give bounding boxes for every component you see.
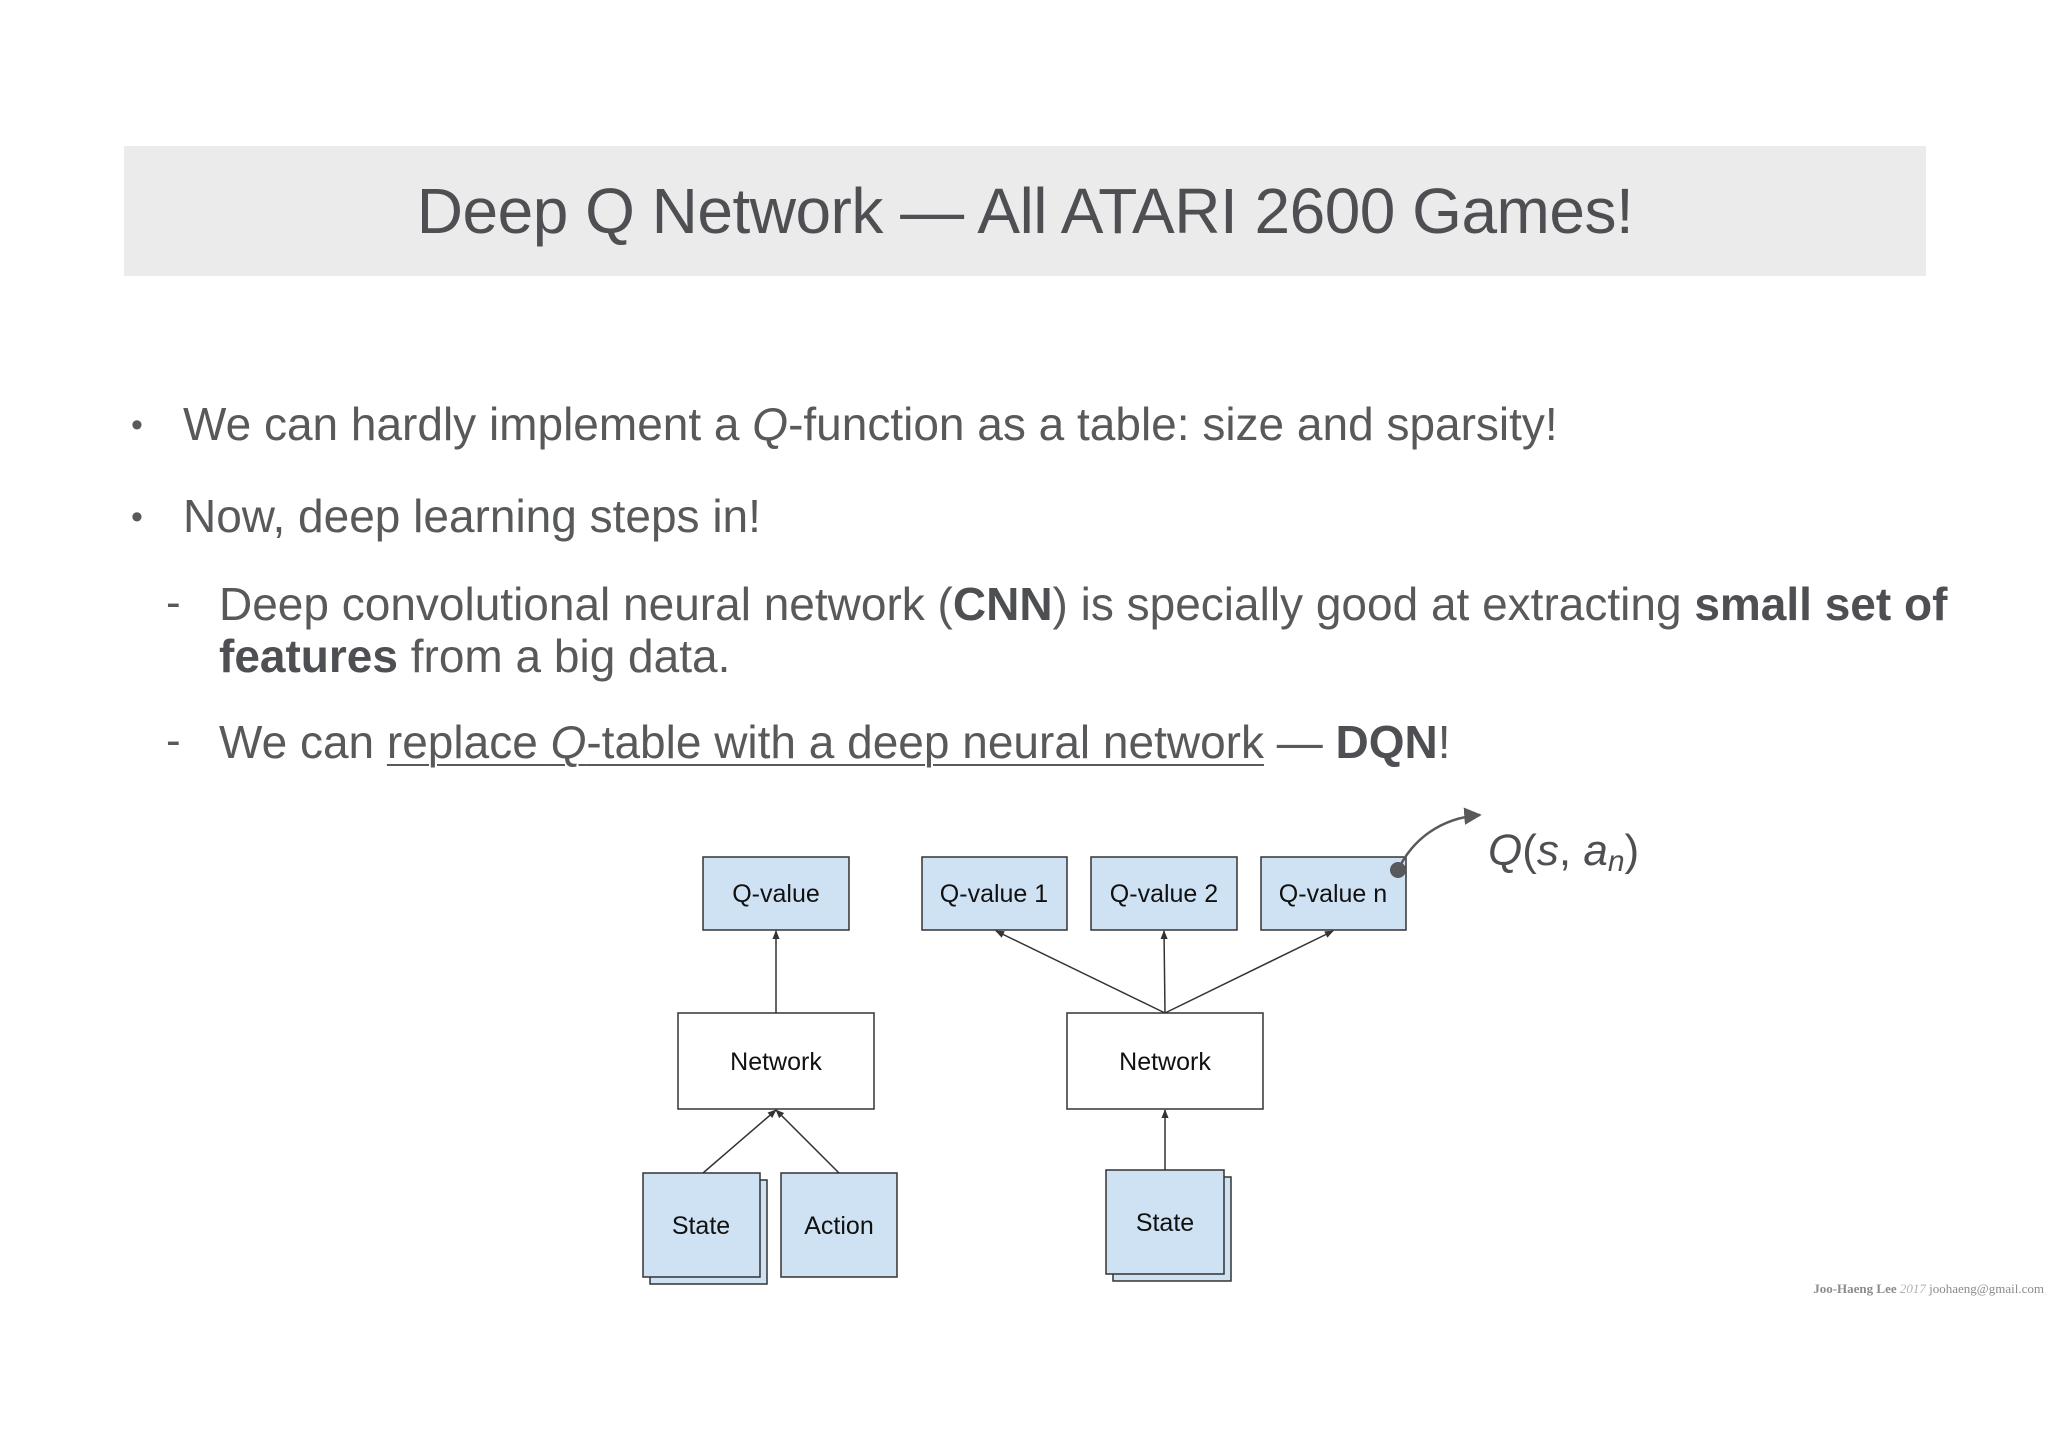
dash-mark: - bbox=[166, 716, 181, 765]
bullet-2: Now, deep learning steps in! bbox=[183, 490, 761, 542]
right-arrow-network-to-qn bbox=[1164, 930, 1334, 1014]
sub-2-p3: ! bbox=[1437, 716, 1451, 768]
annotation-arrow bbox=[1396, 807, 1482, 871]
sub-bullet-1-line-2: features from a big data. bbox=[219, 630, 730, 682]
left-action-box bbox=[780, 1172, 898, 1278]
left-arrow-state-to-network bbox=[702, 1109, 777, 1174]
bullet-1-pre: We can hardly implement a bbox=[183, 398, 753, 450]
annotation-label: Q(s, an) bbox=[1488, 826, 1639, 878]
annotation-sub: n bbox=[1608, 845, 1625, 878]
annotation-open: ( bbox=[1522, 826, 1537, 875]
sub-bullet-2: We can replace Q-table with a deep neura… bbox=[219, 716, 1451, 768]
left-action-label: Action bbox=[804, 1212, 873, 1240]
right-network-label: Network bbox=[1119, 1048, 1211, 1076]
right-arrow-network-to-q1 bbox=[995, 930, 1166, 1014]
sub-1-p1: Deep convolutional neural network ( bbox=[219, 578, 953, 630]
left-network-box bbox=[677, 1012, 875, 1110]
left-diagram: Q-value Network State Action bbox=[642, 856, 898, 1285]
left-network-label: Network bbox=[730, 1048, 822, 1076]
annotation-a: a bbox=[1583, 826, 1607, 875]
right-state-label: State bbox=[1136, 1209, 1194, 1237]
footer: Joo-Haeng Lee 2017 joohaeng@gmail.com bbox=[1813, 1281, 2044, 1297]
slide-title: Deep Q Network — All ATARI 2600 Games! bbox=[416, 175, 1634, 247]
right-network-box bbox=[1066, 1012, 1264, 1110]
annotation-comma: , bbox=[1559, 826, 1583, 875]
annotation-close: ) bbox=[1625, 826, 1640, 875]
sub-2-p1: We can bbox=[219, 716, 387, 768]
right-qvalue-1-label: Q-value 1 bbox=[940, 880, 1048, 908]
sub-1-bold3: features bbox=[219, 630, 398, 682]
sub-2-u1: replace bbox=[386, 716, 551, 768]
sub-2-p2: — bbox=[1263, 716, 1336, 768]
bullet-1-q: Q bbox=[752, 398, 789, 450]
footer-email: joohaeng@gmail.com bbox=[1929, 1281, 2044, 1296]
right-qvalue-2-box bbox=[1090, 856, 1238, 931]
sub-2-uq: Q bbox=[550, 716, 587, 768]
sub-1-cnn: CNN bbox=[952, 578, 1053, 630]
left-arrow-action-to-network bbox=[775, 1109, 840, 1174]
bullet-1-post: -function as a table: size and sparsity! bbox=[788, 398, 1558, 450]
right-qvalue-2-label: Q-value 2 bbox=[1110, 880, 1218, 908]
sub-1-p3: from a big data. bbox=[397, 630, 731, 682]
left-qvalue-box bbox=[702, 856, 850, 931]
sub-bullet-1-line-1: Deep convolutional neural network (CNN) … bbox=[219, 578, 1947, 630]
right-qvalue-n-label: Q-value n bbox=[1279, 880, 1387, 908]
sub-2-underlined: replace Q-table with a deep neural netwo… bbox=[387, 716, 1264, 768]
sub-1-bold2: small set of bbox=[1694, 578, 1948, 630]
bullet-dot: • bbox=[131, 406, 143, 444]
annotation-q: Q bbox=[1488, 826, 1522, 875]
right-state-box bbox=[1105, 1169, 1225, 1275]
left-qvalue-label: Q-value bbox=[732, 880, 820, 908]
footer-year: 2017 bbox=[1899, 1281, 1926, 1296]
title-bar: Deep Q Network — All ATARI 2600 Games! bbox=[124, 146, 1926, 276]
sub-2-dqn: DQN bbox=[1335, 716, 1438, 768]
bullet-dot: • bbox=[131, 498, 143, 536]
right-qvalue-1-box bbox=[921, 856, 1068, 931]
annotation-s: s bbox=[1537, 826, 1559, 875]
left-state-label: State bbox=[672, 1212, 730, 1240]
bullet-1: We can hardly implement a Q-function as … bbox=[183, 398, 1558, 450]
sub-2-u2: -table with a deep neural network bbox=[586, 716, 1264, 768]
right-diagram: Q-value 1 Q-value 2 Q-value n Network St… bbox=[921, 856, 1407, 1282]
left-state-box bbox=[642, 1172, 761, 1278]
right-arrow-network-to-q2 bbox=[1160, 930, 1168, 1014]
footer-name: Joo-Haeng Lee bbox=[1813, 1281, 1897, 1296]
sub-1-p2: ) is specially good at extracting bbox=[1052, 578, 1695, 630]
right-qvalue-n-box bbox=[1260, 856, 1407, 931]
dash-mark: - bbox=[166, 578, 181, 627]
